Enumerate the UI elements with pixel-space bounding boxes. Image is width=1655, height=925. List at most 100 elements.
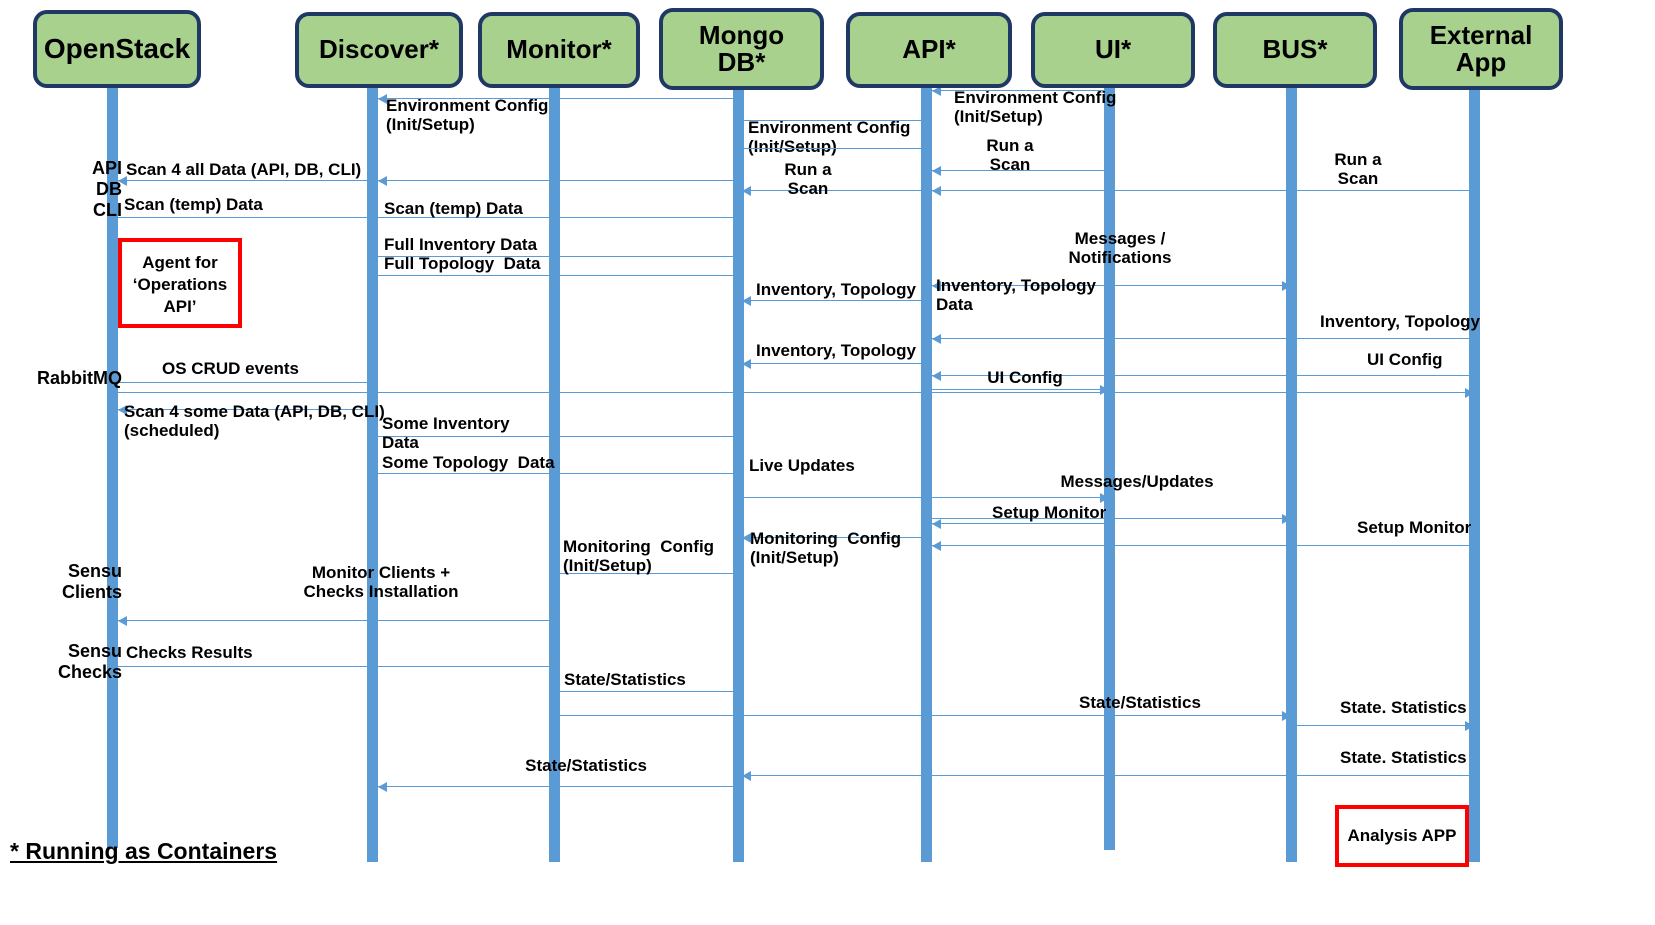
message-line-monitoring-config-mongo xyxy=(742,537,932,538)
message-line-ui-config-ext-to-ui xyxy=(932,375,1474,376)
message-label-env-config-ui-to-api: Environment Config (Init/Setup) xyxy=(954,88,1117,127)
arrowhead-env-config-mongo-to-discover xyxy=(378,94,387,104)
message-label-state-stat-ext-to-mongo: State. Statistics xyxy=(1340,748,1467,767)
message-line-state-stat-bus-to-ext xyxy=(1291,725,1474,726)
message-label-os-crud-events: OS CRUD events xyxy=(162,359,299,378)
arrowhead-scan-temp-discover-to-mongo xyxy=(733,213,742,223)
arrowhead-inventory-topology-mongo-2 xyxy=(742,359,751,369)
message-line-inventory-topology-data xyxy=(932,285,1109,286)
message-label-run-a-scan-ui-to-api: Run a Scan xyxy=(986,136,1034,175)
message-label-scan4some-discover-to-os: Scan 4 some Data (API, DB, CLI) (schedul… xyxy=(124,402,385,441)
message-line-msg-notif-api-to-bus-1 xyxy=(932,285,1291,286)
participant-discover[interactable]: Discover* xyxy=(295,12,463,88)
participant-externalapp[interactable]: External App xyxy=(1399,8,1563,90)
message-line-scan4some-discover-to-os xyxy=(118,409,378,410)
message-label-state-stat-mongo-to-discover: State/Statistics xyxy=(525,756,647,775)
message-line-state-stat-mongo-to-bus xyxy=(558,715,1291,716)
message-label-env-config-mongo-to-discover: Environment Config (Init/Setup) xyxy=(386,96,549,135)
message-label-scan4all-discover-to-os: Scan 4 all Data (API, DB, CLI) xyxy=(126,160,362,179)
message-line-ui-config-api-to-ui xyxy=(932,389,1109,390)
message-line-some-topology-data xyxy=(378,473,742,474)
message-line-setup-monitor-ext-to-api xyxy=(932,545,1474,546)
arrowhead-setup-monitor-api-mongo xyxy=(932,519,941,529)
arrowhead-env-config-mongo-api-a xyxy=(923,116,932,126)
lifeline-discover xyxy=(367,88,378,862)
message-label-ui-config-api-to-ui: UI Config xyxy=(987,368,1063,387)
message-line-scan4all-discover-to-os xyxy=(118,180,378,181)
lifeline-externalapp xyxy=(1469,90,1480,862)
message-label-monitor-clients-checks: Monitor Clients + Checks Installation xyxy=(303,563,459,602)
message-line-monitoring-config-monitor xyxy=(558,573,742,574)
participant-ui[interactable]: UI* xyxy=(1031,12,1195,88)
arrowhead-monitoring-config-mongo xyxy=(742,533,751,543)
arrowhead-monitor-clients-checks xyxy=(118,616,127,626)
message-label-live-updates: Live Updates xyxy=(749,456,855,475)
participant-label: BUS* xyxy=(1262,34,1328,65)
arrowhead-scan4all-mongo-to-discover xyxy=(378,176,387,186)
message-label-setup-monitor-ext-to-api: Setup Monitor xyxy=(1357,518,1472,537)
arrowhead-ui-config-api-to-ui xyxy=(1100,385,1109,395)
arrowhead-os-crud-events xyxy=(369,378,378,388)
message-label-inventory-topology-ext-api: Inventory, Topology xyxy=(1320,312,1480,331)
message-line-run-a-scan-ext-to-api xyxy=(932,190,1474,191)
lifeline-api xyxy=(921,88,932,862)
message-label-monitoring-config-monitor: Monitoring Config (Init/Setup) xyxy=(563,537,715,576)
message-line-scan-temp-discover-to-mongo xyxy=(378,217,742,218)
arrowhead-checks-results xyxy=(549,662,558,672)
message-label-state-stat-mongo-to-bus: State/Statistics xyxy=(1079,693,1201,712)
participant-openstack[interactable]: OpenStack xyxy=(33,10,201,88)
message-line-long-os-to-ext xyxy=(118,392,1474,393)
participant-label: External App xyxy=(1429,19,1533,77)
message-line-env-config-ui-to-api xyxy=(932,90,1109,91)
message-label-messages-updates: Messages/Updates xyxy=(1060,472,1214,491)
message-line-scan4all-mongo-to-discover xyxy=(378,180,742,181)
message-label-scan-temp-discover-to-mongo: Scan (temp) Data xyxy=(384,199,523,218)
lifeline-openstack xyxy=(107,88,118,848)
footer-note: * Running as Containers xyxy=(10,838,278,864)
message-label-inventory-topology-mongo-2: Inventory, Topology xyxy=(756,341,916,360)
message-label-run-a-scan-api-to-mongo: Run a Scan xyxy=(784,160,832,199)
lifeline-bus xyxy=(1286,88,1297,862)
message-label-scan-temp-os-to-discover: Scan (temp) Data xyxy=(124,195,263,214)
participant-label: Discover* xyxy=(319,34,439,65)
message-line-some-inventory-data xyxy=(378,436,742,437)
arrowhead-scan4all-discover-to-os xyxy=(118,176,127,186)
participant-api[interactable]: API* xyxy=(846,12,1012,88)
arrowhead-ui-config-ext-to-ui xyxy=(932,371,941,381)
arrowhead-monitoring-config-monitor xyxy=(733,569,742,579)
callout-agent-operations-api: Agent for ‘Operations API’ xyxy=(118,238,242,328)
side-label-sensu-clients: Sensu Clients xyxy=(61,561,122,603)
participant-label: Monitor* xyxy=(506,34,612,65)
arrowhead-run-a-scan-ui-to-api xyxy=(932,166,941,176)
message-label-checks-results: Checks Results xyxy=(126,643,253,662)
message-line-monitor-clients-checks xyxy=(118,620,558,621)
arrowhead-state-stat-mongo-to-discover xyxy=(378,782,387,792)
arrowhead-run-a-scan-api-to-mongo xyxy=(742,186,751,196)
message-line-messages-updates xyxy=(932,518,1291,519)
participant-bus[interactable]: BUS* xyxy=(1213,12,1377,88)
side-label-api-db-cli: API DB CLI xyxy=(91,158,122,221)
callout-analysis-app: Analysis APP xyxy=(1335,805,1469,867)
participant-label: OpenStack xyxy=(43,33,191,65)
message-line-inventory-topology-api-mongo xyxy=(742,300,932,301)
arrowhead-scan4some-discover-to-os xyxy=(118,405,127,415)
arrowhead-inventory-topology-data xyxy=(932,281,941,291)
message-line-live-updates xyxy=(742,497,1109,498)
message-label-msg-notif-api-to-bus-1: Messages / Notifications xyxy=(1068,229,1172,268)
message-label-some-topology-data: Some Topology Data xyxy=(382,453,555,472)
arrowhead-state-stat-ext-to-mongo xyxy=(742,771,751,781)
participant-mongodb[interactable]: Mongo DB* xyxy=(659,8,824,90)
message-line-scan-temp-os-to-discover xyxy=(118,217,378,218)
arrowhead-inventory-topology-ext-api xyxy=(932,334,941,344)
message-label-state-stat-monitor-mongo: State/Statistics xyxy=(564,670,686,689)
arrowhead-scan-temp-os-to-discover xyxy=(369,213,378,223)
arrowhead-long-os-to-ext xyxy=(1465,388,1474,398)
arrowhead-messages-updates xyxy=(1282,514,1291,524)
message-line-env-config-mongo-api-b xyxy=(742,148,932,149)
arrowhead-env-config-ui-to-api xyxy=(932,86,941,96)
arrowhead-full-inventory-data xyxy=(733,252,742,262)
message-label-ui-config-ext-to-ui: UI Config xyxy=(1367,350,1443,369)
message-line-os-crud-events xyxy=(118,382,378,383)
participant-monitor[interactable]: Monitor* xyxy=(478,12,640,88)
